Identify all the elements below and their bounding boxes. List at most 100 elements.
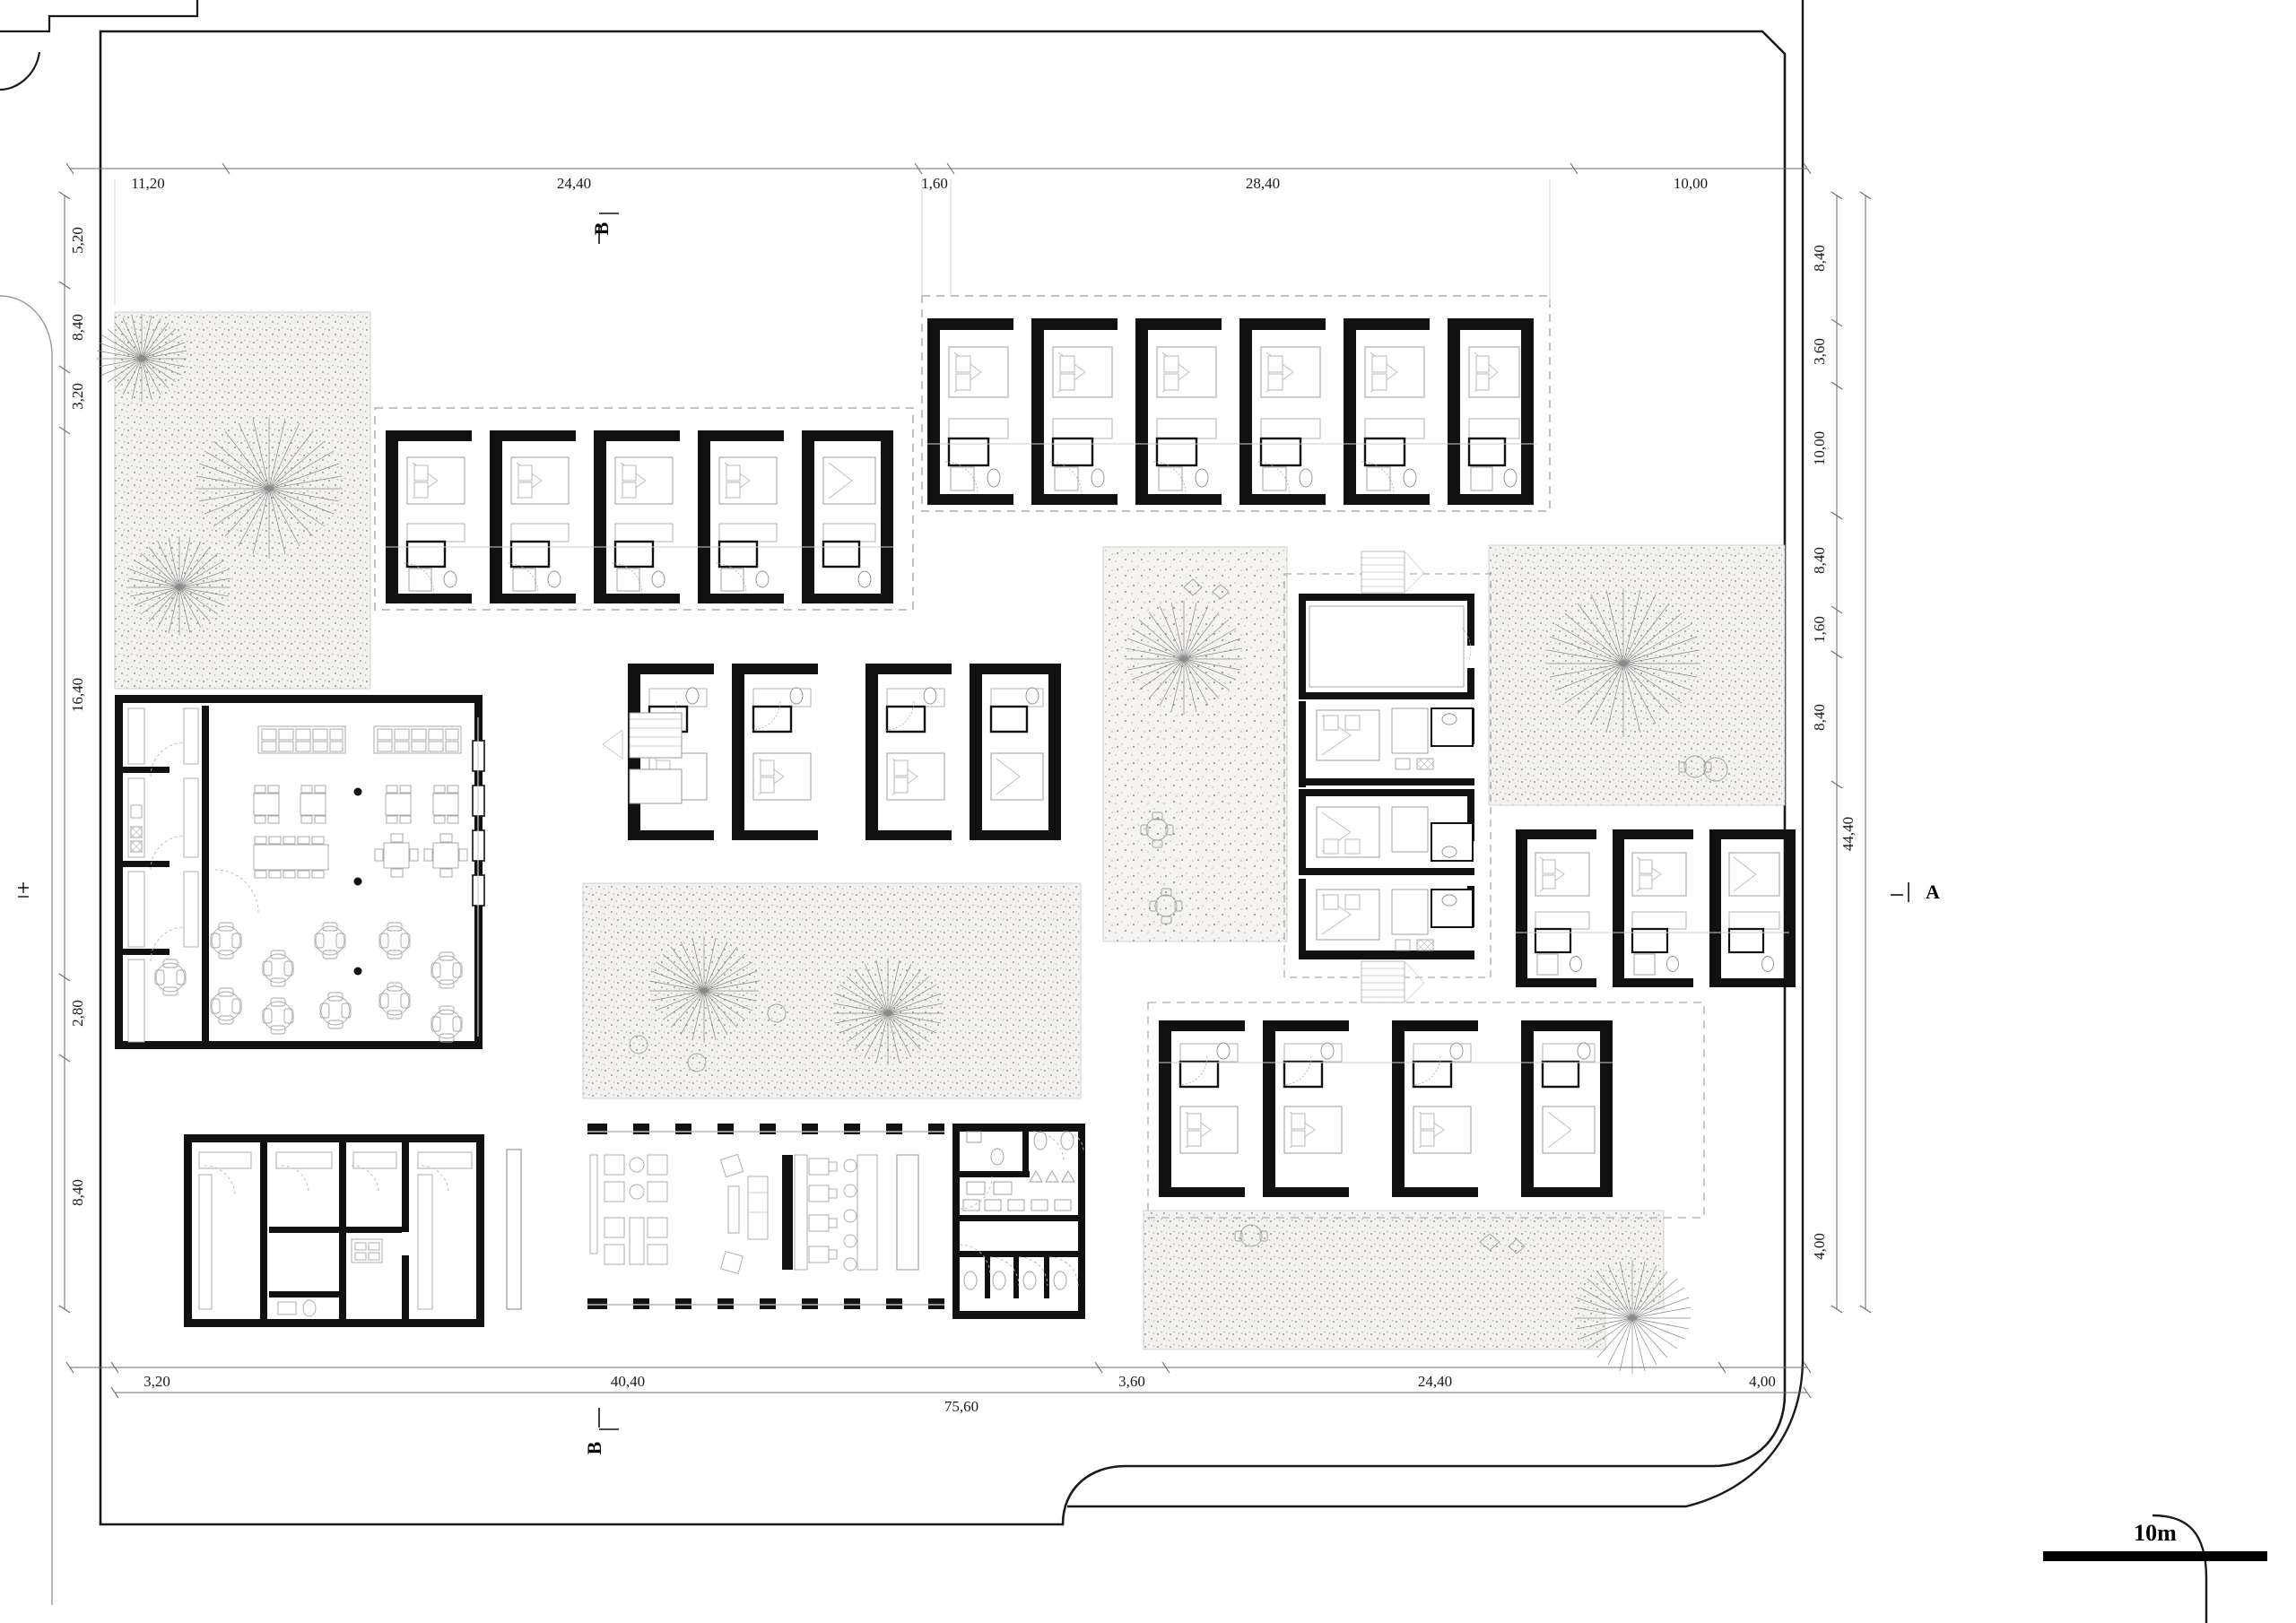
section-marker-B-bottom: B (583, 1408, 619, 1454)
guest-room-unit-end[interactable] (970, 664, 1061, 840)
patio-table (1140, 812, 1174, 848)
palm-tree-icon (1546, 588, 1700, 737)
guest-room-unit[interactable] (1516, 829, 1596, 987)
dim-bottom-0: 3,20 (144, 1373, 170, 1390)
guest-room-unit[interactable] (1613, 829, 1693, 987)
paver-stone (1183, 578, 1203, 596)
accessible-suite[interactable] (1299, 879, 1474, 959)
dining-table-square (253, 785, 459, 824)
site-boundary (0, 0, 199, 91)
courtyard-north-west (114, 311, 371, 690)
boh-furniture (198, 1151, 473, 1317)
paver-stone (1479, 1233, 1500, 1251)
guest-room-unit[interactable] (1263, 1020, 1349, 1197)
stair-south[interactable] (1361, 960, 1425, 1003)
guest-wing-north-west[interactable] (374, 407, 914, 611)
meeting-room[interactable] (1299, 594, 1474, 699)
dim-right-6: 4,00 (1811, 1233, 1828, 1260)
service-counter[interactable] (843, 1154, 878, 1271)
dim-right-0: 8,40 (1811, 245, 1828, 272)
guest-room-unit[interactable] (1159, 1020, 1245, 1197)
courtyard-east-strip (1102, 546, 1288, 942)
dim-right-3: 8,40 (1811, 547, 1828, 574)
dim-top-2: 1,60 (921, 175, 948, 192)
restroom-walls (952, 1124, 1085, 1319)
road-edge-right (1067, 0, 2208, 1623)
door-swing (204, 1165, 449, 1197)
guest-room-unit[interactable] (927, 318, 1013, 505)
dim-right-1: 3,60 (1811, 338, 1828, 365)
palm-tree-icon (1125, 601, 1243, 715)
trees (96, 314, 1700, 1374)
accessible-suite[interactable] (1299, 701, 1474, 787)
section-marker-B-top: B (590, 213, 619, 244)
guest-room-unit[interactable] (1135, 318, 1222, 505)
accessible-suite[interactable] (1299, 789, 1474, 875)
courtyard-south-east (1143, 1210, 1665, 1350)
section-label-A: A (1926, 881, 1940, 903)
staff-back-of-house[interactable] (184, 1134, 522, 1327)
patio-table (1234, 1224, 1268, 1247)
dim-top-4: 10,00 (1674, 175, 1708, 192)
guest-room-unit[interactable] (698, 430, 784, 603)
dim-bottom-2: 3,60 (1118, 1373, 1145, 1390)
dimension-labels: 11,20 24,40 1,60 28,40 10,00 3,20 40,40 … (69, 175, 1857, 1415)
scale-bar: 10m (2043, 1520, 2267, 1561)
stair-north[interactable] (1361, 551, 1425, 594)
dimension-lines (58, 162, 1872, 1399)
guest-room-row (927, 318, 1534, 505)
palm-tree-icon (648, 936, 760, 1043)
guest-room-unit[interactable] (865, 664, 952, 840)
dim-right-2: 10,00 (1811, 431, 1828, 465)
guest-wing-east[interactable] (1516, 829, 1796, 987)
dim-right-overall: 44,40 (1839, 817, 1857, 851)
paver-stone (1212, 584, 1230, 600)
lounge-sofa (719, 1153, 769, 1274)
guest-room-unit[interactable] (1448, 318, 1534, 505)
guest-room-unit[interactable] (1031, 318, 1118, 505)
banquette-seating (257, 725, 462, 754)
banquet-table-long (253, 836, 329, 879)
guest-wing-central[interactable] (602, 664, 1061, 840)
dim-bottom-3: 24,40 (1418, 1373, 1452, 1390)
accessible-suites-block[interactable] (1283, 551, 1492, 1003)
dim-left-4: 2,80 (69, 1000, 86, 1027)
stair-core-central[interactable] (602, 664, 683, 838)
dining-table-round (154, 922, 463, 1043)
guest-room-unit[interactable] (594, 430, 680, 603)
guest-room-unit[interactable] (1344, 318, 1430, 505)
roof-outline (921, 295, 1551, 512)
guest-room-unit-end[interactable] (1521, 1020, 1613, 1197)
dining-table-round (374, 833, 468, 878)
guest-room-unit[interactable] (1392, 1020, 1478, 1197)
lounge-bar-pavilion[interactable] (587, 1124, 1085, 1319)
restaurant-dining-hall[interactable] (115, 695, 485, 1049)
guest-wing-south-east[interactable] (1147, 1002, 1705, 1219)
guest-room-unit[interactable] (732, 664, 818, 840)
bar-counter[interactable] (782, 1154, 838, 1271)
palm-tree-icon (1573, 1260, 1692, 1374)
patio-furniture (629, 578, 1728, 1254)
guest-room-unit[interactable] (386, 430, 472, 603)
dim-right-4: 1,60 (1811, 616, 1828, 643)
back-bar-shelf (896, 1154, 919, 1271)
guest-room-unit-end[interactable] (802, 430, 893, 603)
dim-bottom-4: 4,00 (1749, 1373, 1776, 1390)
lounge-seating (589, 1154, 668, 1265)
guest-room-unit-end[interactable] (1709, 829, 1796, 987)
guest-room-unit[interactable] (1239, 318, 1326, 505)
restroom-fixtures (962, 1131, 1075, 1290)
guest-wing-north-east[interactable] (921, 295, 1551, 512)
paver-stone (1703, 757, 1728, 782)
roof-outline (374, 407, 914, 611)
dim-right-5: 8,40 (1811, 704, 1828, 731)
dim-top-3: 28,40 (1246, 175, 1280, 192)
kitchen-appliance (130, 804, 143, 853)
dim-left-2: 3,20 (69, 383, 86, 410)
public-restrooms[interactable] (952, 1124, 1085, 1319)
guest-room-unit[interactable] (490, 430, 576, 603)
section-marker-A-right: A (1891, 881, 1940, 903)
structural-column (353, 787, 362, 976)
